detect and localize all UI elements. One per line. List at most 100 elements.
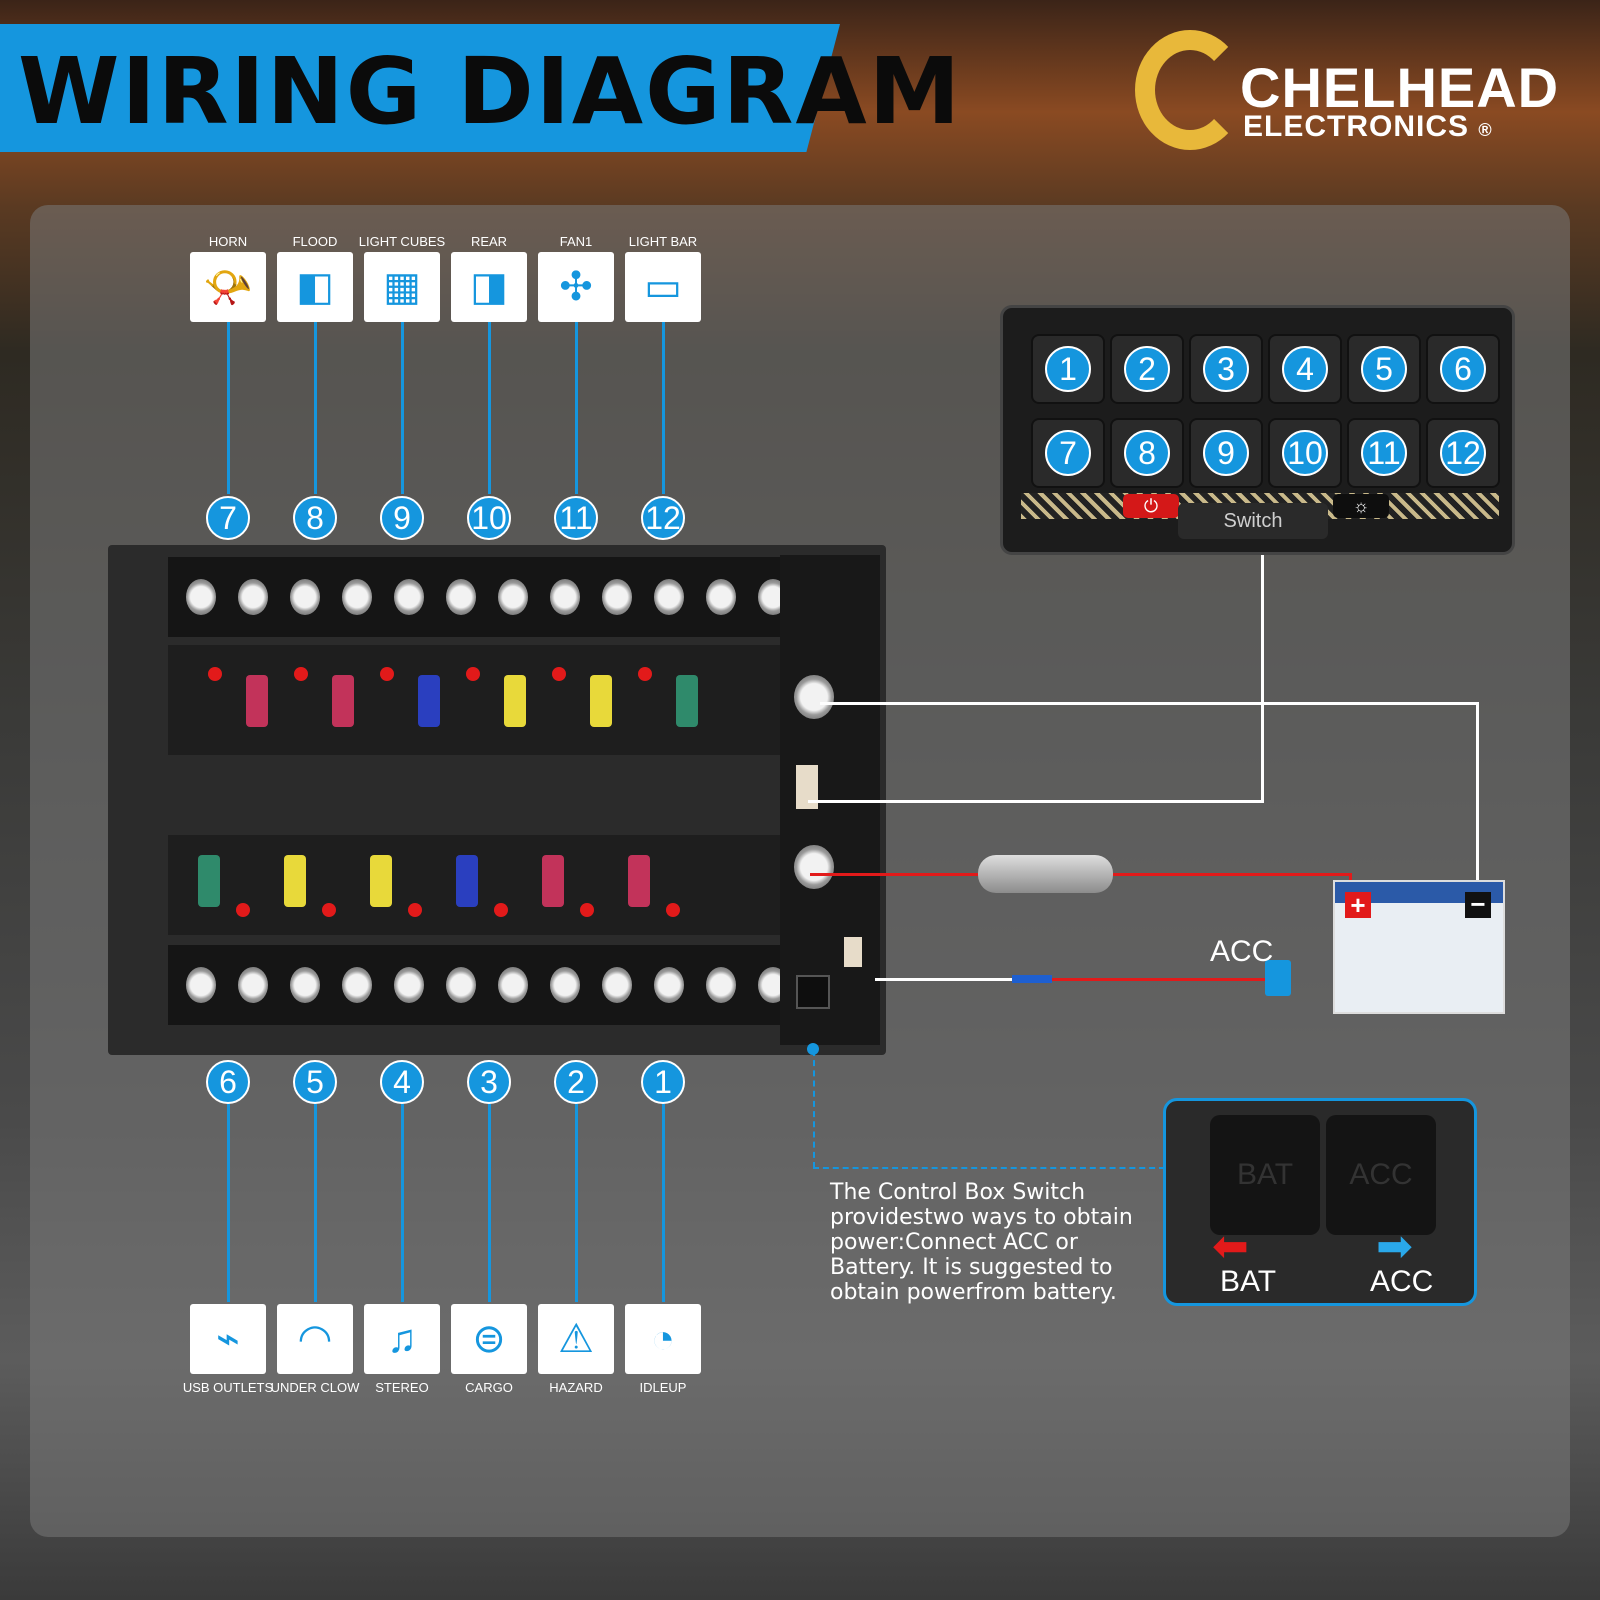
switch-button-10[interactable]: 10: [1268, 418, 1342, 488]
terminal-screw: [654, 967, 684, 1003]
power-note: The Control Box Switch providestwo ways …: [830, 1180, 1133, 1305]
left-arrow-icon: ⬅: [1212, 1222, 1249, 1271]
ground-cable-vertical: [1476, 702, 1479, 880]
blade-fuse: [542, 855, 564, 907]
switch-button-9[interactable]: 9: [1189, 418, 1263, 488]
brightness-icon[interactable]: ☼: [1333, 494, 1389, 518]
circuit-line: [575, 1104, 578, 1302]
terminal-screw: [550, 579, 580, 615]
fuse-box: [108, 545, 886, 1055]
top-fuse-row: [168, 645, 808, 755]
battery-positive-icon: +: [1345, 892, 1371, 918]
battery-negative-icon: −: [1465, 891, 1491, 918]
bat-label: BAT: [1220, 1265, 1277, 1298]
switch-button-7[interactable]: 7: [1031, 418, 1105, 488]
blade-fuse: [370, 855, 392, 907]
terminal-screw: [186, 579, 216, 615]
brand-subtitle: ELECTRONICS ®: [1243, 110, 1493, 143]
indicator-led: [466, 667, 480, 681]
fan-icon: ✣: [538, 252, 614, 322]
circuit-number-badge: 7: [206, 496, 250, 540]
terminal-screw: [550, 967, 580, 1003]
bottom-terminal-strip: [168, 945, 808, 1025]
switch-button-label: 3: [1203, 346, 1249, 392]
acc-connector: [844, 937, 862, 967]
blade-fuse: [590, 675, 612, 727]
terminal-screw: [238, 967, 268, 1003]
under-glow-icon: ◠: [277, 1304, 353, 1374]
switch-button-label: 11: [1361, 430, 1407, 476]
terminal-screw: [238, 579, 268, 615]
switch-button-1[interactable]: 1: [1031, 334, 1105, 404]
switch-button-2[interactable]: 2: [1110, 334, 1184, 404]
indicator-led: [408, 903, 422, 917]
terminal-screw: [290, 967, 320, 1003]
switch-button-11[interactable]: 11: [1347, 418, 1421, 488]
circuit-line: [314, 322, 317, 494]
switch-button-4[interactable]: 4: [1268, 334, 1342, 404]
indicator-led: [380, 667, 394, 681]
circuit-line: [575, 322, 578, 494]
switch-button-label: 4: [1282, 346, 1328, 392]
circuit-line: [488, 322, 491, 494]
circuit-label: LIGHT CUBES: [358, 234, 446, 249]
terminal-screw: [394, 579, 424, 615]
circuit-number-badge: 11: [554, 496, 598, 540]
switch-button-6[interactable]: 6: [1426, 334, 1500, 404]
cargo-light-icon: ⊜: [451, 1304, 527, 1374]
indicator-led: [552, 667, 566, 681]
switch-button-label: 6: [1440, 346, 1486, 392]
terminal-screw: [602, 967, 632, 1003]
indicator-led: [638, 667, 652, 681]
circuit-line: [662, 322, 665, 494]
circuit-line: [227, 1104, 230, 1302]
circuit-number-badge: 10: [467, 496, 511, 540]
indicator-led: [580, 903, 594, 917]
horn-icon: 📯: [190, 252, 266, 322]
circuit-label: IDLEUP: [639, 1380, 687, 1395]
callout-line-vertical: [813, 1050, 815, 1168]
light-cubes-icon: ▦: [364, 252, 440, 322]
switch-button-label: 8: [1124, 430, 1170, 476]
indicator-led: [494, 903, 508, 917]
terminal-screw: [654, 579, 684, 615]
acc-selector-label: ACC: [1370, 1265, 1434, 1298]
indicator-led: [236, 903, 250, 917]
acc-connector-blue: [1012, 975, 1052, 983]
switch-cable-horizontal: [808, 800, 1264, 803]
circuit-line: [662, 1104, 665, 1302]
light-bar-icon: ▭: [625, 252, 701, 322]
main-terminal-screw: [794, 675, 834, 719]
terminal-screw: [498, 967, 528, 1003]
switch-button-8[interactable]: 8: [1110, 418, 1184, 488]
circuit-line: [401, 1104, 404, 1302]
brand-name: CHELHEAD: [1240, 56, 1560, 119]
power-icon[interactable]: ⏻: [1123, 494, 1179, 518]
switch-cable-vertical: [1261, 555, 1264, 802]
circuit-number-badge: 6: [206, 1060, 250, 1104]
gauge-icon: ◔: [625, 1304, 701, 1374]
hazard-icon: ⚠: [538, 1304, 614, 1374]
circuit-label: USB OUTLETS: [182, 1380, 274, 1395]
add-a-circuit-tap: [1265, 960, 1291, 996]
switch-button-3[interactable]: 3: [1189, 334, 1263, 404]
callout-dot: [807, 1043, 819, 1055]
switch-button-label: 12: [1440, 430, 1486, 476]
indicator-led: [322, 903, 336, 917]
terminal-screw: [706, 579, 736, 615]
blade-fuse: [504, 675, 526, 727]
right-arrow-icon: ➡: [1376, 1222, 1413, 1271]
terminal-screw: [186, 967, 216, 1003]
circuit-line: [227, 322, 230, 494]
acc-label: ACC: [1210, 935, 1274, 968]
bottom-fuse-row: [168, 835, 808, 935]
bat-acc-selector-switch[interactable]: [796, 975, 830, 1009]
acc-cable-white: [875, 978, 1015, 981]
switch-button-5[interactable]: 5: [1347, 334, 1421, 404]
blade-fuse: [198, 855, 220, 907]
circuit-label: HAZARD: [549, 1380, 603, 1395]
switch-button-12[interactable]: 12: [1426, 418, 1500, 488]
terminal-screw: [290, 579, 320, 615]
circuit-number-badge: 1: [641, 1060, 685, 1104]
circuit-line: [488, 1104, 491, 1302]
